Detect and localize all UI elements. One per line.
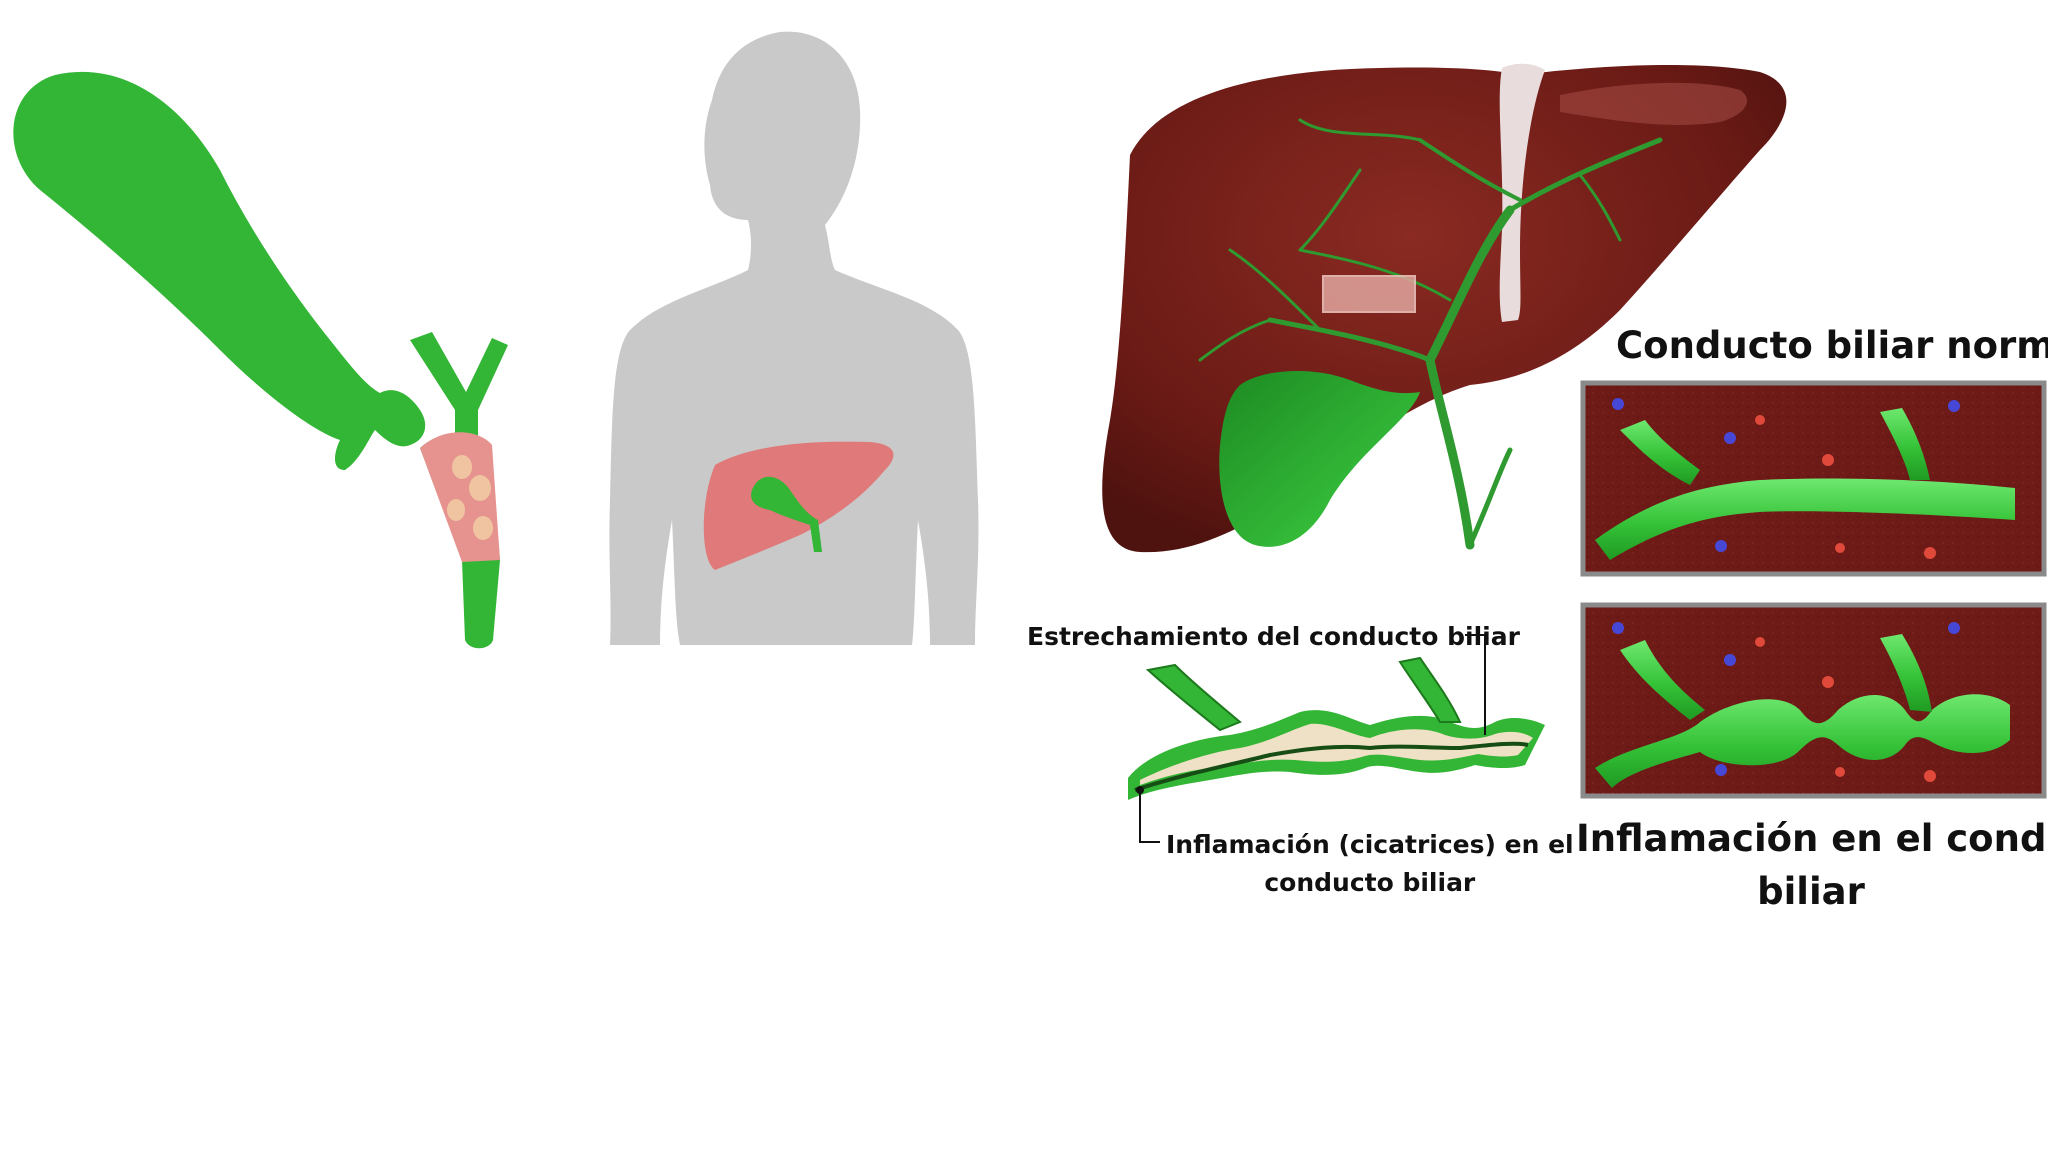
human-silhouette-illustration	[609, 31, 979, 645]
stricture-branch	[1398, 656, 1462, 723]
scarring-pointer-line	[1139, 790, 1160, 843]
gallstone	[473, 516, 493, 540]
gallbladder-with-stones-illustration	[13, 71, 508, 649]
blood-cell	[1755, 637, 1765, 647]
blood-cell	[1822, 454, 1834, 466]
scarring-label-line2: conducto biliar	[1264, 868, 1476, 897]
blood-cell	[1924, 547, 1936, 559]
scarring-label: Inflamación (cicatrices) en el conducto …	[1166, 826, 1574, 902]
stricture-label: Estrechamiento del conducto biliar	[1027, 622, 1520, 651]
gallstone	[452, 455, 472, 479]
inflamed-duct-panel	[1580, 602, 2047, 799]
blood-cell	[1835, 543, 1845, 553]
blood-cell	[1924, 770, 1936, 782]
liver-gallbladder	[1219, 370, 1420, 547]
blood-cell	[1948, 400, 1960, 412]
blood-cell	[1612, 622, 1624, 634]
biliary-tree	[1198, 118, 1663, 550]
inflamed-duct-title-line2: biliar	[1757, 870, 1865, 913]
blood-cell	[1724, 432, 1736, 444]
gallstone	[447, 499, 465, 521]
inflamed-duct-title-line1: Inflamación en el conducto	[1576, 817, 2048, 860]
inflamed-duct-title: Inflamación en el conducto biliar	[1576, 812, 2048, 918]
inflamed-duct-section	[420, 432, 500, 562]
blood-cell	[1724, 654, 1736, 666]
duct-lumen	[1140, 723, 1533, 785]
scarring-pointer-dot	[1136, 786, 1144, 794]
blood-cell	[1755, 415, 1765, 425]
blood-cell	[1612, 398, 1624, 410]
scar-tissue-line	[1134, 741, 1529, 792]
liver-illustration	[1102, 63, 1787, 553]
normal-duct-shape	[1595, 478, 2015, 560]
stricture-pointer-line	[1465, 634, 1486, 735]
normal-duct-branch	[1880, 408, 1930, 480]
liver-highlight	[1560, 82, 1748, 125]
blood-cell	[1835, 767, 1845, 777]
normal-duct-title: Conducto biliar normal	[1616, 324, 2048, 367]
normal-duct-branch	[1620, 420, 1700, 485]
blood-cell	[1822, 676, 1834, 688]
blood-cell	[1948, 622, 1960, 634]
silhouette-gallbladder	[751, 476, 822, 552]
hepatic-duct-y	[410, 332, 508, 530]
stricture-branch	[1145, 663, 1242, 732]
blood-cell	[1715, 540, 1727, 552]
gallbladder-shape	[13, 71, 426, 470]
gallstone	[469, 475, 491, 501]
normal-duct-panel	[1580, 380, 2047, 577]
magnified-region-marker	[1322, 275, 1416, 313]
inflamed-duct-branch	[1880, 634, 1932, 712]
human-silhouette	[609, 31, 979, 645]
normal-duct-frame	[1580, 380, 2047, 577]
scarring-label-line1: Inflamación (cicatrices) en el	[1166, 830, 1574, 859]
duct-stricture-illustration	[1128, 634, 1545, 843]
inflamed-duct-shape	[1595, 694, 2010, 788]
inflamed-duct-branch	[1620, 640, 1705, 720]
blood-cell	[1715, 764, 1727, 776]
falciform-ligament	[1499, 63, 1545, 323]
